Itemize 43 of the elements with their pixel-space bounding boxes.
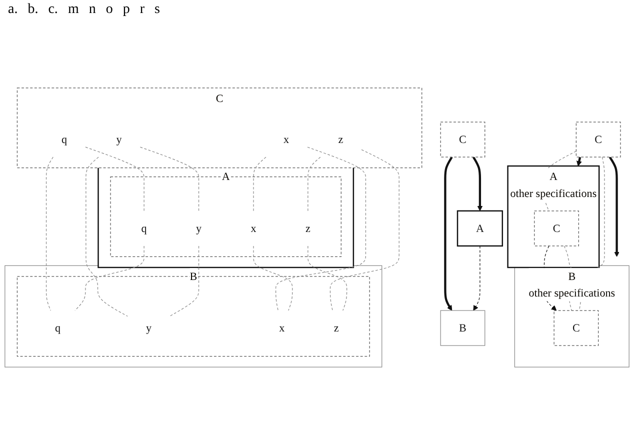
connector bbox=[275, 146, 366, 311]
arrow bbox=[472, 156, 483, 212]
node-text: x bbox=[283, 133, 290, 146]
connector bbox=[308, 246, 348, 311]
panel-label: r bbox=[140, 2, 144, 19]
node-text: z bbox=[334, 322, 339, 334]
connector bbox=[85, 146, 144, 212]
panel-label: a. bbox=[8, 2, 18, 19]
panel-label: o bbox=[106, 2, 113, 19]
connector bbox=[86, 156, 128, 317]
node-box: C bbox=[554, 310, 599, 346]
node-text: y bbox=[146, 322, 152, 334]
node-box: A bbox=[456, 210, 504, 247]
connector bbox=[253, 156, 266, 212]
node-box: C bbox=[534, 210, 579, 246]
panel-label: s bbox=[154, 2, 160, 19]
node-text: z bbox=[338, 133, 344, 146]
node-text: q bbox=[141, 222, 147, 234]
arrow bbox=[473, 246, 480, 311]
node-text: y bbox=[196, 222, 202, 234]
panel-label: c. bbox=[48, 2, 58, 19]
node-text: q bbox=[61, 133, 68, 146]
panel-label: m bbox=[68, 2, 79, 19]
panel-label: p bbox=[122, 2, 130, 19]
connector bbox=[170, 246, 200, 316]
node-box: C bbox=[440, 122, 486, 158]
arrow bbox=[444, 156, 453, 311]
panel-label: n bbox=[88, 2, 96, 19]
node-box: C bbox=[576, 122, 621, 158]
connector bbox=[46, 156, 54, 311]
node-text: q bbox=[55, 322, 61, 334]
connector bbox=[308, 156, 321, 212]
node-text: x bbox=[250, 222, 256, 234]
connector bbox=[140, 146, 200, 212]
arrow bbox=[608, 156, 620, 257]
node-text: y bbox=[116, 133, 122, 146]
node-box: B bbox=[440, 310, 486, 346]
connector bbox=[74, 246, 144, 311]
arrow bbox=[576, 156, 582, 166]
node-text: z bbox=[305, 222, 310, 234]
connector bbox=[253, 246, 293, 311]
panel-label: b. bbox=[28, 2, 38, 19]
node-text: x bbox=[279, 322, 285, 334]
